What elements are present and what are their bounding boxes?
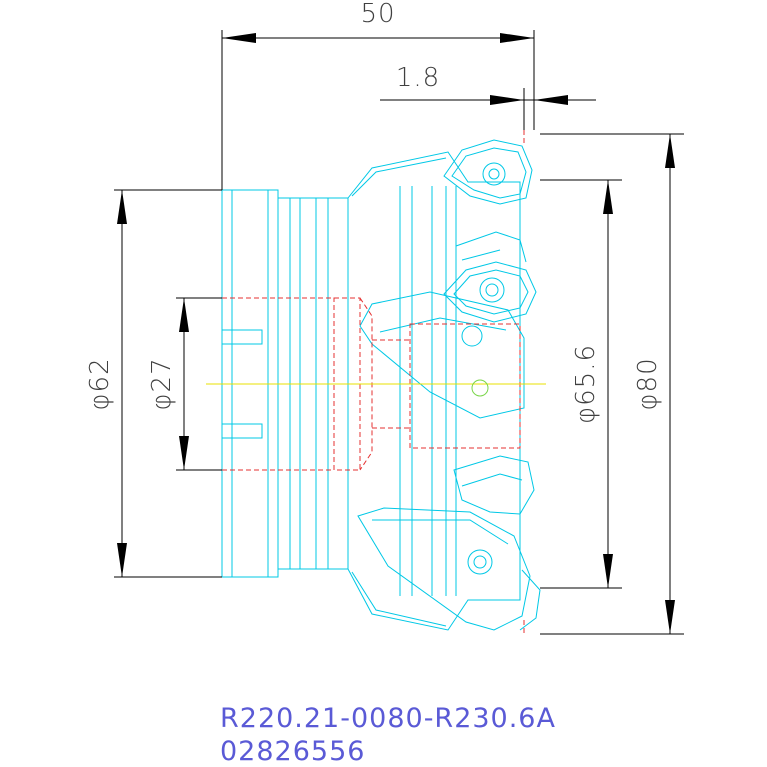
screw-second <box>479 277 505 303</box>
dim-shank-diameter: φ62 <box>85 357 115 410</box>
coolant-hole <box>471 379 489 397</box>
hidden-bore <box>222 130 525 634</box>
chip-pocket-bottom <box>357 507 531 631</box>
insert-top <box>443 139 533 205</box>
insert-lower <box>453 455 535 515</box>
screw-bottom <box>467 549 493 575</box>
part-number: R220.21-0080-R230.6A <box>220 703 556 734</box>
dim-bore-diameter: φ27 <box>147 357 177 410</box>
screw-top <box>482 162 506 186</box>
cutter-body <box>347 151 521 631</box>
chip-pocket-mid <box>359 291 525 419</box>
dim-cutting-diameter: φ80 <box>633 357 663 410</box>
dim-protrusion: 1.8 <box>396 63 440 93</box>
dim-pitch-diameter: φ65.6 <box>571 344 601 424</box>
insert-second <box>443 261 537 323</box>
dimensions: 50 1.8 φ62 φ27 φ65.6 φ80 <box>85 0 684 635</box>
order-code: 02826556 <box>220 736 365 767</box>
dim-overall-length: 50 <box>360 0 395 29</box>
tool-body-outline <box>221 139 541 631</box>
